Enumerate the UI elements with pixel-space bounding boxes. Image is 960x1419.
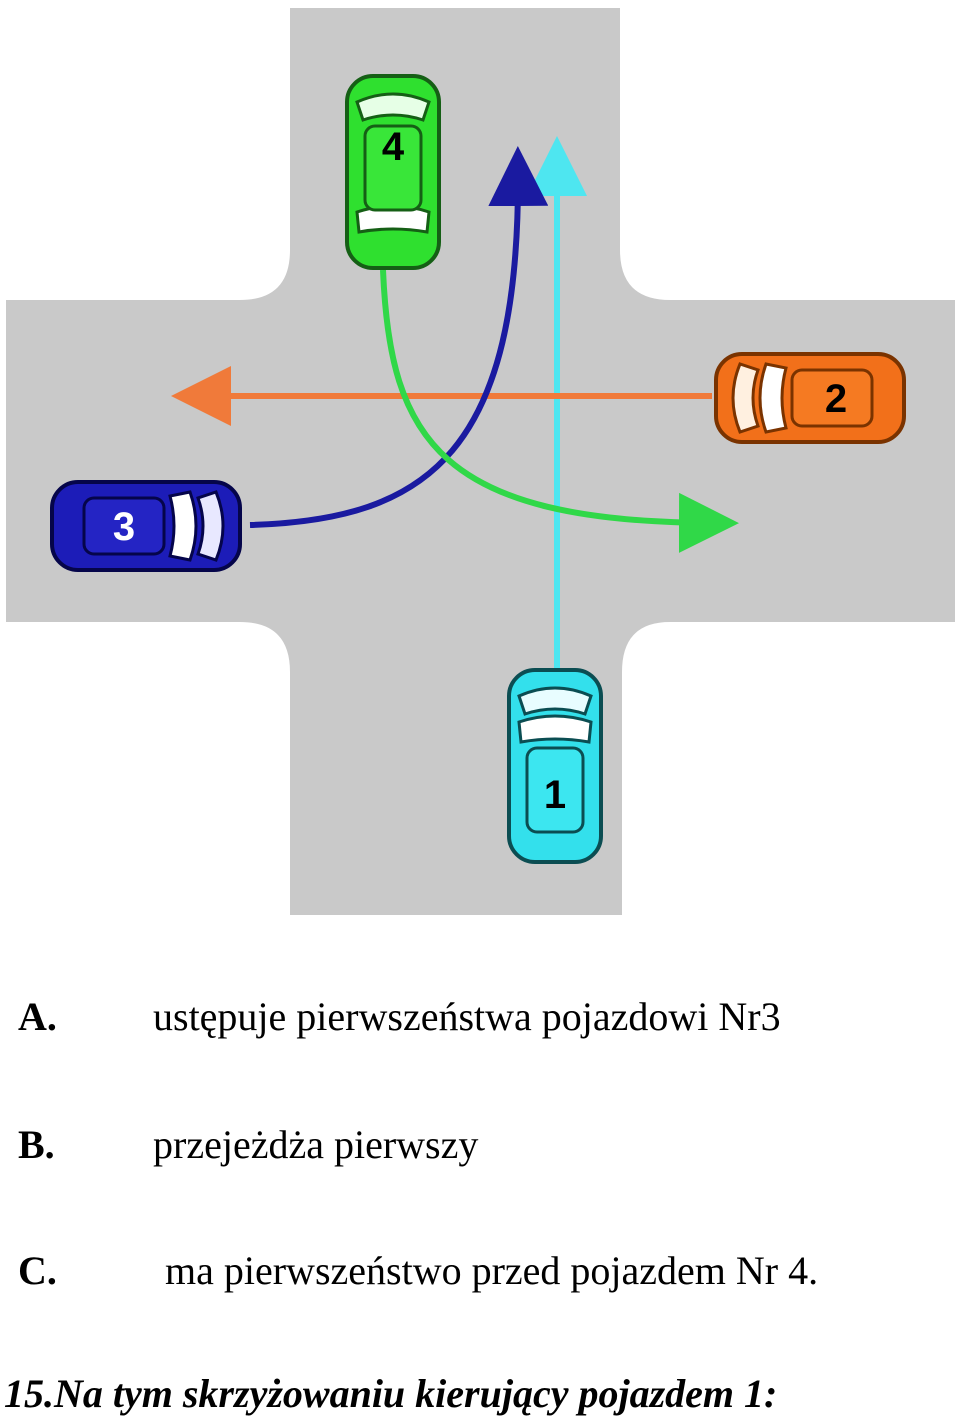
vehicle-1-label: 1 (544, 773, 566, 817)
vehicle-2: 2 (714, 352, 906, 444)
vehicle-3-label: 3 (113, 505, 135, 549)
road (6, 8, 955, 915)
path-vehicle-3 (249, 146, 549, 528)
vehicle-3: 3 (50, 480, 242, 572)
vehicle-4: 4 (345, 74, 441, 270)
intersection-diagram: 4 2 3 1 (6, 8, 955, 915)
vehicle-2-label: 2 (825, 377, 847, 421)
answer-a-text: ustępuje pierwszeństwa pojazdowi Nr3 (153, 994, 781, 1039)
vehicle-1: 1 (507, 668, 603, 864)
next-question-heading: 15.Na tym skrzyżowaniu kierujący pojazde… (4, 1371, 778, 1416)
answer-b-letter: B. (18, 1122, 55, 1167)
answer-a-letter: A. (18, 994, 57, 1039)
answer-b-text: przejeżdża pierwszy (153, 1122, 479, 1167)
answer-c-letter: C. (18, 1248, 57, 1293)
path-vehicle-4 (380, 269, 739, 553)
vehicle-4-label: 4 (382, 125, 405, 169)
answer-c-text: ma pierwszeństwo przed pojazdem Nr 4. (165, 1248, 819, 1293)
